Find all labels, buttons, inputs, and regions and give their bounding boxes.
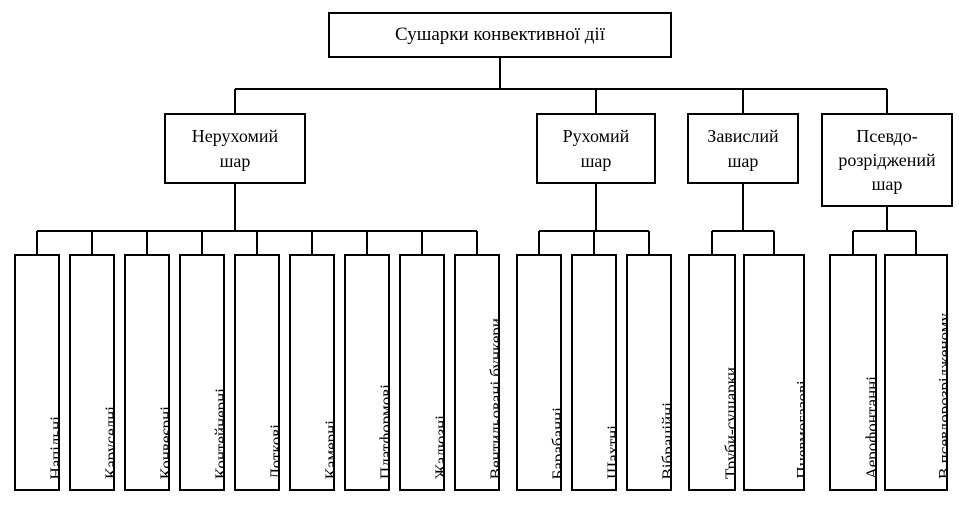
group-node-label: Рухомий шар — [562, 126, 630, 171]
leaf-node-label: Платформові — [376, 383, 390, 479]
leaf-node-label: Пневмогазові рециркуляційні — [793, 380, 805, 479]
leaf-node: Жалюзні — [399, 254, 445, 491]
leaf-node: Вібраційні — [626, 254, 672, 491]
leaf-node: В псевдорозрідженому шарі — [884, 254, 948, 491]
leaf-node-label: Труби-сушарки — [721, 366, 736, 479]
root-node: Сушарки конвективної дії — [328, 12, 672, 58]
leaf-node: Шахтні — [571, 254, 617, 491]
root-node-label: Сушарки конвективної дії — [395, 24, 605, 46]
leaf-node: Лоткові — [234, 254, 280, 491]
group-node-fixed-layer: Нерухомий шар — [164, 113, 306, 184]
group-node-suspended-layer: Завислий шар — [687, 113, 799, 184]
leaf-node: Платформові — [344, 254, 390, 491]
group-node-label: Псевдо- розріджений шар — [838, 125, 936, 195]
leaf-node-label: Напільні — [46, 415, 60, 479]
group-node-label: Нерухомий шар — [191, 126, 279, 171]
leaf-node-label: Конвеєрні — [156, 405, 170, 479]
leaf-node-label: Вентильовані бункери — [486, 317, 500, 479]
leaf-node-label: Вібраційні — [658, 401, 672, 480]
leaf-node: Пневмогазові рециркуляційні — [743, 254, 805, 491]
leaf-node: Каруселні — [69, 254, 115, 491]
leaf-node: Аерофонтанні — [829, 254, 877, 491]
leaf-node-label: В псевдорозрідженому шарі — [935, 313, 948, 479]
leaf-node-label: Камерні — [321, 419, 335, 479]
group-node-fluidized-layer: Псевдо- розріджений шар — [821, 113, 953, 207]
leaf-node-label: Аерофонтанні — [862, 375, 877, 479]
leaf-node-label: Шахтні — [603, 424, 617, 479]
leaf-node-label: Барабанні — [548, 406, 562, 479]
leaf-node-label: Каруселні — [101, 405, 115, 479]
leaf-node-label: Лоткові — [266, 423, 280, 479]
group-node-label: Завислий шар — [707, 126, 779, 171]
leaf-node-label: Жалюзні — [431, 414, 445, 479]
leaf-node: Барабанні — [516, 254, 562, 491]
leaf-node: Контейнерні — [179, 254, 225, 491]
leaf-node: Вентильовані бункери — [454, 254, 500, 491]
leaf-node: Конвеєрні — [124, 254, 170, 491]
leaf-node: Труби-сушарки — [688, 254, 736, 491]
leaf-node: Напільні — [14, 254, 60, 491]
leaf-node: Камерні — [289, 254, 335, 491]
leaf-node-label: Контейнерні — [211, 387, 225, 479]
group-node-moving-layer: Рухомий шар — [536, 113, 656, 184]
